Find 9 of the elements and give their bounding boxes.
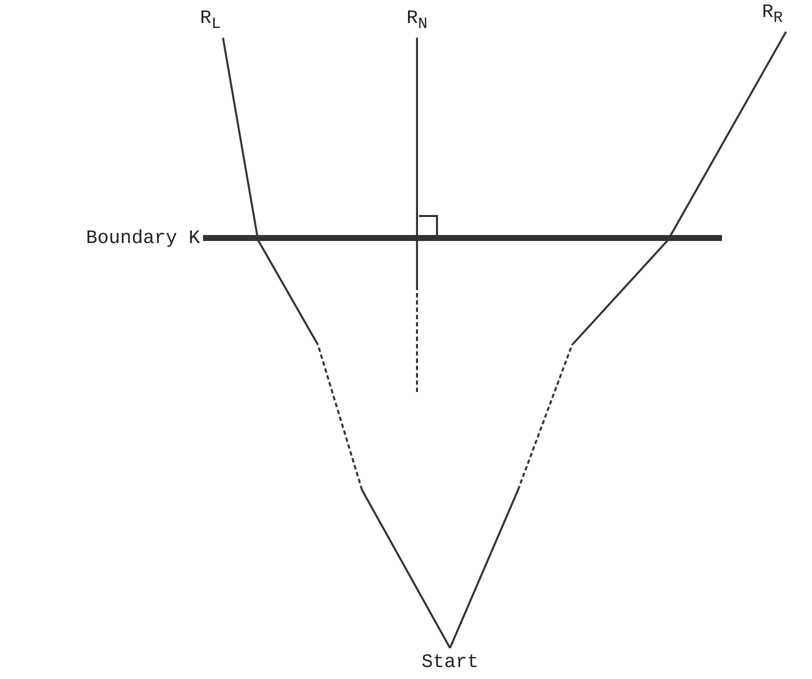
ray-line bbox=[449, 31, 787, 648]
ray-label: R$_{R}$ bbox=[762, 0, 810, 30]
ray-line bbox=[416, 38, 418, 392]
boundary-line bbox=[203, 235, 722, 241]
boundary-label: Boundary K bbox=[0, 226, 200, 250]
ray-label: R$_{L}$ bbox=[200, 6, 246, 36]
start-label: Start bbox=[413, 650, 487, 674]
ray-line bbox=[222, 38, 451, 648]
ray-label: R$_{N}$ bbox=[397, 6, 437, 36]
